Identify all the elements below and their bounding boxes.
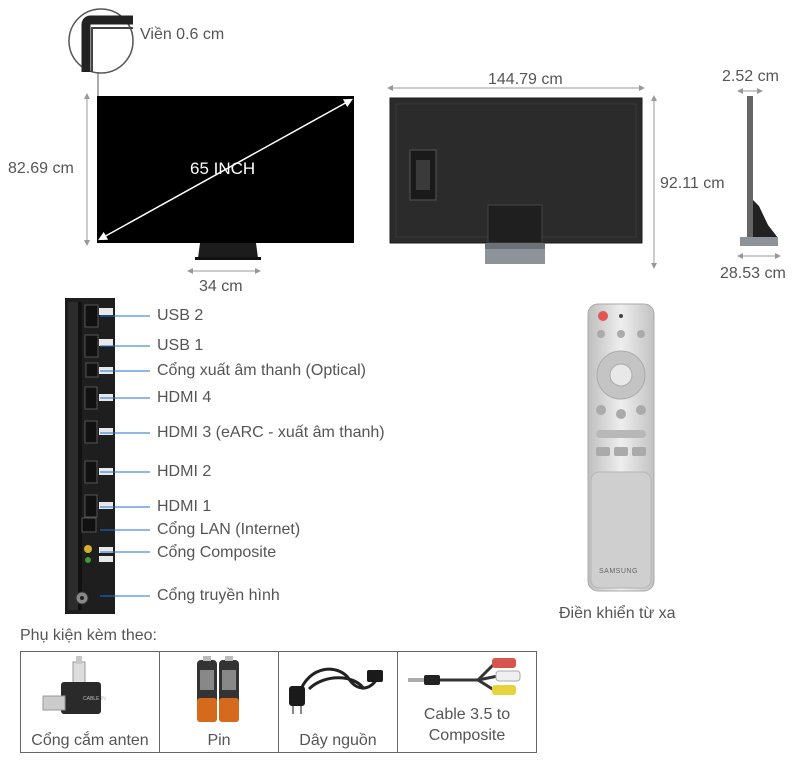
- accessory-label-composite-cable: Cable 3.5 to Composite: [423, 706, 511, 744]
- accessory-power-cord: Dây nguồn: [278, 651, 398, 753]
- port-label-optical: Cổng xuất âm thanh (Optical): [157, 362, 366, 379]
- remote-control: [587, 303, 655, 592]
- depth-base-label: 28.53 cm: [720, 265, 786, 282]
- port-label-usb-1: USB 1: [157, 337, 204, 354]
- tv-front: [97, 96, 354, 260]
- port-label-hdmi-4: HDMI 4: [157, 389, 212, 406]
- port-pointer-lines: [100, 315, 150, 597]
- stand-width-label: 34 cm: [199, 278, 243, 295]
- port-label-composite: Cổng Composite: [157, 544, 277, 561]
- accessory-antenna-adapter: CABLE IN Cổng cắm anten: [20, 651, 160, 753]
- accessories-title: Phụ kiện kèm theo:: [20, 627, 157, 644]
- remote-caption: Điền khiển từ xa: [559, 605, 676, 622]
- battery-icon: [197, 656, 239, 722]
- antenna-adapter-icon: CABLE IN: [42, 656, 106, 714]
- power-cord-icon: [289, 667, 383, 714]
- port-label-hdmi-1: HDMI 1: [157, 498, 212, 515]
- width-label: 144.79 cm: [488, 71, 563, 88]
- height-front-label: 82.69 cm: [8, 160, 74, 177]
- remote-brand: SAMSUNG: [599, 568, 638, 575]
- accessory-label-battery: Pin: [207, 732, 231, 749]
- port-label-hdmi-3: HDMI 3 (eARC - xuất âm thanh): [157, 424, 385, 441]
- port-label-usb-2: USB 2: [157, 307, 204, 324]
- bezel-zoom: [68, 8, 134, 74]
- tv-back: [389, 97, 643, 264]
- accessory-label-power-cord: Dây nguồn: [299, 732, 377, 749]
- tv-side: [740, 96, 778, 246]
- port-label-hdmi-2: HDMI 2: [157, 463, 212, 480]
- accessory-label-antenna: Cổng cắm anten: [31, 732, 149, 749]
- svg-text:CABLE IN: CABLE IN: [83, 696, 106, 702]
- bezel-label: Viền 0.6 cm: [140, 26, 225, 43]
- port-label-lan: Cổng LAN (Internet): [157, 521, 301, 538]
- accessory-composite-cable: Cable 3.5 to Composite: [397, 651, 537, 753]
- screen-size-label: 65 INCH: [190, 159, 256, 178]
- height-back-label: 92.11 cm: [660, 175, 725, 192]
- composite-cable-icon: [408, 658, 521, 695]
- depth-top-label: 2.52 cm: [722, 68, 779, 85]
- accessory-battery: Pin: [159, 651, 279, 753]
- port-panel: [65, 298, 115, 614]
- port-label-antenna: Cổng truyền hình: [157, 587, 280, 604]
